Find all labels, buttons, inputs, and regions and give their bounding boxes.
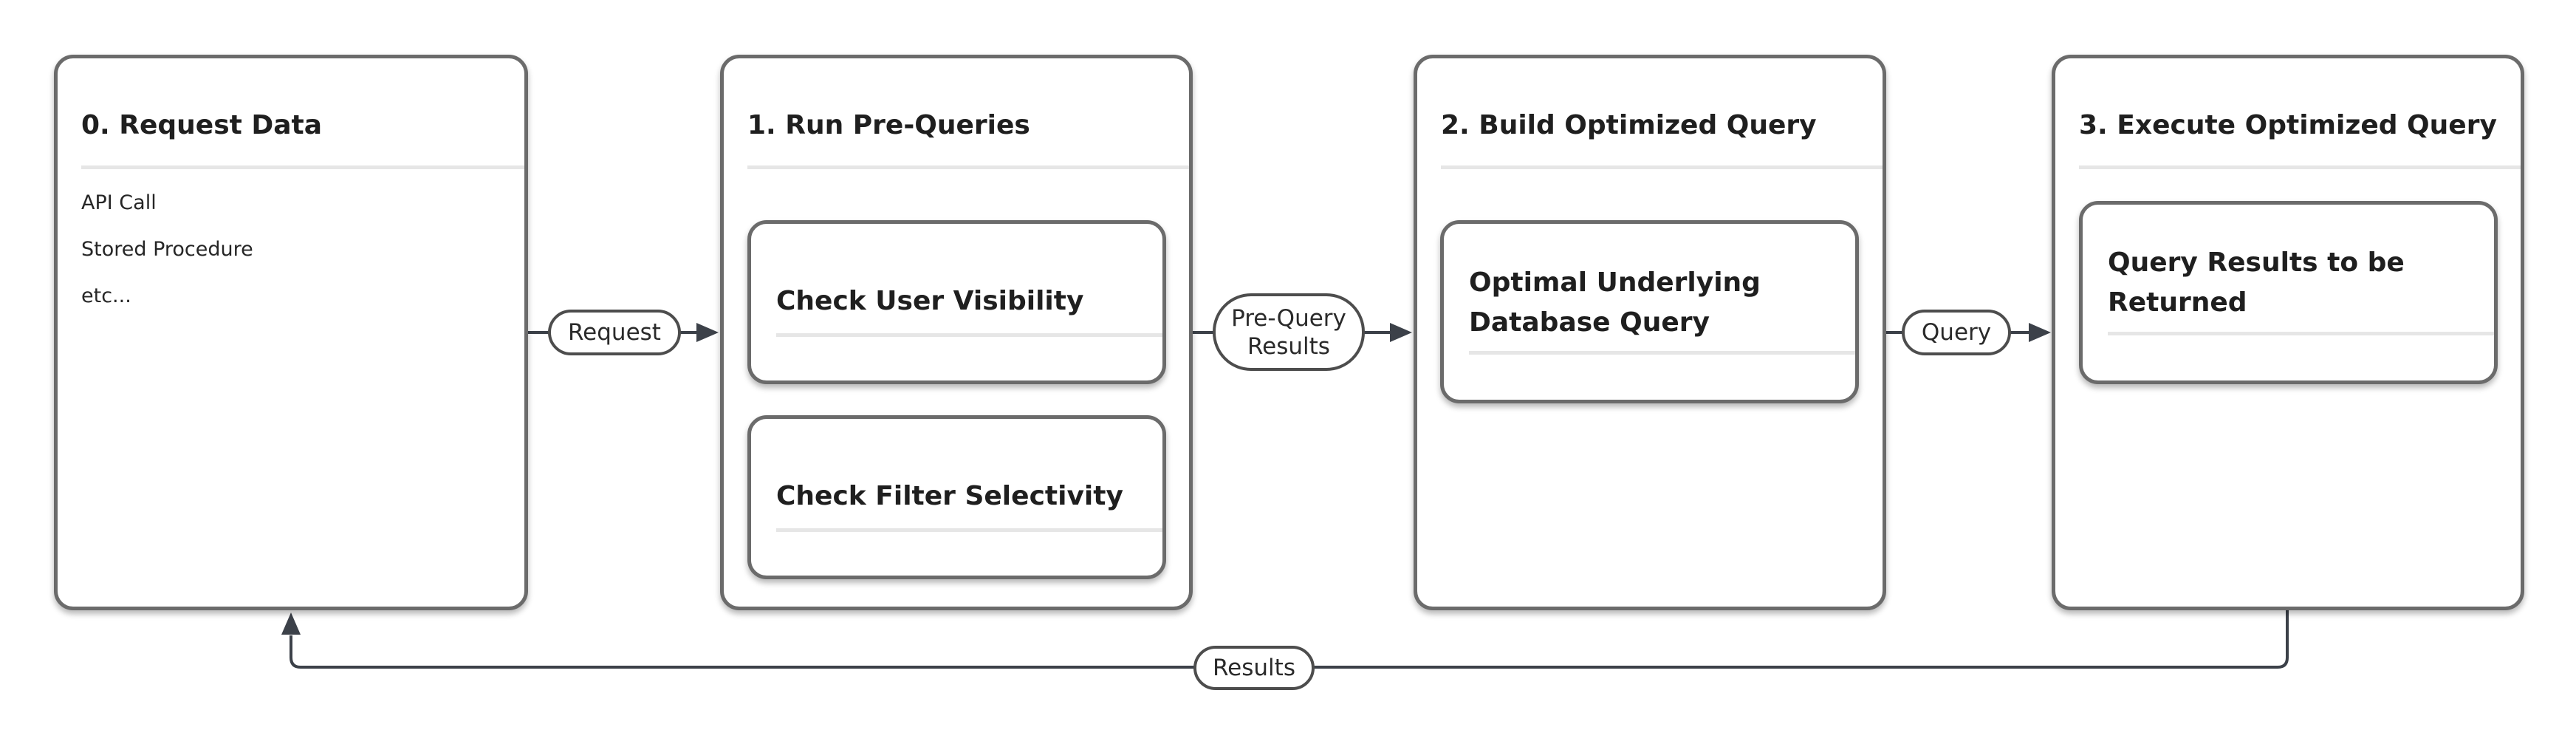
pre-query-results-label: Pre-Query Results [1213, 293, 1365, 371]
card-title: Optimal Underlying Database Query [1469, 267, 1761, 338]
query-arrowhead [2029, 323, 2051, 342]
request-arrowhead [696, 323, 719, 342]
card-divider [776, 333, 1162, 337]
results-arrowhead [281, 612, 301, 635]
stage-title: 3. Execute Optimized Query [2079, 110, 2497, 140]
card-divider [2108, 332, 2494, 335]
stage-title: 1. Run Pre-Queries [747, 110, 1030, 140]
stage-divider [747, 165, 1189, 169]
stage-divider [1441, 165, 1883, 169]
stage-title: 0. Request Data [81, 110, 323, 140]
stage-title: 2. Build Optimized Query [1441, 110, 1817, 140]
stage-divider [2079, 165, 2521, 169]
list-item: etc... [81, 284, 131, 307]
request-method-list: API Call Stored Procedure etc... [81, 191, 253, 331]
stage-request-data: 0. Request Data API Call Stored Procedur… [54, 55, 528, 610]
query-label: Query [1902, 310, 2011, 355]
card-optimal-underlying-database-query: Optimal Underlying Database Query [1440, 220, 1859, 403]
card-title: Check User Visibility [776, 286, 1084, 316]
card-check-user-visibility: Check User Visibility [747, 220, 1166, 384]
card-divider [1469, 351, 1855, 355]
list-item: Stored Procedure [81, 238, 253, 261]
card-divider [776, 528, 1162, 532]
results-label: Results [1193, 646, 1315, 690]
card-title: Check Filter Selectivity [776, 481, 1123, 511]
list-item: API Call [81, 191, 157, 214]
card-title: Query Results to be Returned [2108, 248, 2405, 318]
stage-divider [81, 165, 524, 169]
pre-query-results-arrowhead [1390, 323, 1412, 342]
request-label: Request [548, 310, 681, 355]
card-query-results-to-be-returned: Query Results to be Returned [2079, 201, 2498, 384]
card-check-filter-selectivity: Check Filter Selectivity [747, 415, 1166, 579]
